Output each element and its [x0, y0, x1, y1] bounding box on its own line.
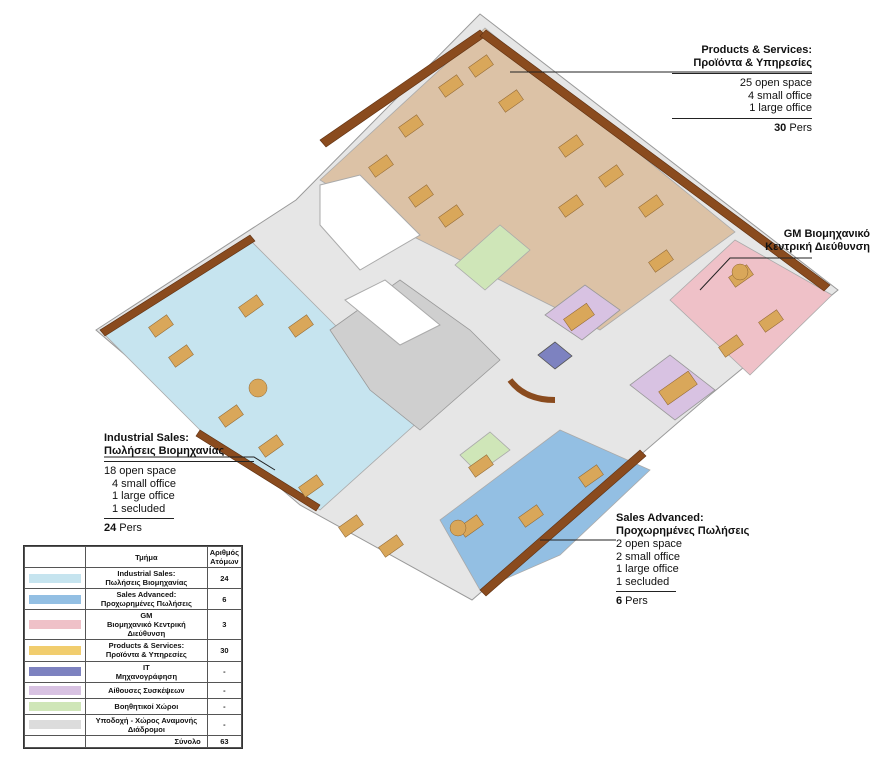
legend-dept-name: Products & Services: Προϊόντα & Υπηρεσίε… [85, 639, 208, 662]
legend-dept-name: Industrial Sales: Πωλήσεις Βιομηχανίας [85, 566, 208, 590]
callout-industrial: Industrial Sales: Πωλήσεις Βιομηχανίας 1… [104, 432, 254, 535]
courtyard-upper [319, 174, 421, 271]
callout-sales-title2: Προχωρημένες Πωλήσεις [616, 525, 750, 537]
legend-swatch [24, 566, 86, 590]
legend-swatch [24, 639, 86, 662]
legend-count: - [206, 713, 243, 737]
legend-swatch [24, 681, 86, 699]
legend-swatch-color [29, 701, 81, 711]
callout-sales-line: 1 secluded [616, 575, 670, 588]
exterior-walls [99, 29, 831, 597]
legend-swatch [24, 713, 86, 737]
callout-products-title1: Products & Services: [701, 44, 812, 56]
legend-total-blank [24, 735, 86, 748]
callout-industrial-title2: Πωλήσεις Βιομηχανίας [104, 445, 225, 457]
legend-total-value: 63 [206, 735, 243, 748]
callout-products-line: 1 large office [749, 102, 812, 114]
legend-row: Υποδοχή - Χώρος Αναμονής Διάδρομοι- [24, 713, 243, 737]
legend-swatch-color [29, 685, 81, 695]
legend-total-label: Σύνολο [85, 735, 208, 748]
legend-count: - [206, 697, 243, 715]
zone-it [537, 341, 573, 370]
divider [104, 461, 254, 462]
leader-lines [104, 71, 812, 541]
legend-swatch-color [29, 573, 81, 583]
callout-sales-line: 2 small office [616, 550, 680, 563]
legend-dept-name: Βοηθητικοί Χώροι [85, 697, 208, 715]
legend-count: - [206, 660, 243, 683]
legend-swatch-color [29, 645, 81, 655]
legend-count-header: Αριθμός Ατόμων [206, 546, 243, 568]
legend-dept-name: Υποδοχή - Χώρος Αναμονής Διάδρομοι [85, 713, 208, 737]
callout-products-title2: Προϊόντα & Υπηρεσίες [693, 57, 812, 69]
divider [104, 518, 174, 519]
round-tables [248, 263, 749, 537]
zone-aux-1 [454, 224, 531, 291]
divider [672, 73, 812, 74]
legend-dept-name: Sales Advanced: Προχωρημένες Πωλήσεις [85, 588, 208, 611]
divider [616, 591, 676, 592]
callout-industrial-total: 24 Pers [104, 522, 142, 534]
legend-swatch-color [29, 620, 81, 630]
callout-industrial-line: 1 secluded [112, 502, 166, 515]
callout-industrial-line: 1 large office [112, 490, 175, 502]
legend-dept-name: IT Μηχανογράφηση [85, 660, 208, 683]
legend-dept-name: Αίθουσες Συσκέψεων [85, 681, 208, 699]
desks [148, 54, 784, 558]
legend-count: 30 [206, 639, 243, 662]
callout-products: Products & Services: Προϊόντα & Υπηρεσίε… [672, 44, 812, 135]
callout-gm-title1: GM Βιομηχανικό [783, 228, 870, 240]
callout-products-total: 30 Pers [774, 121, 812, 134]
reception-desk [507, 378, 556, 403]
legend-swatch-header [24, 546, 86, 568]
callout-sales-total: 6 Pers [616, 595, 648, 607]
legend-swatch-color [29, 594, 81, 604]
legend-count: 3 [206, 609, 243, 641]
callout-industrial-line: 4 small office [112, 477, 176, 490]
legend-swatch [24, 660, 86, 683]
courtyard-lower [344, 279, 441, 346]
callout-sales-line: 1 large office [616, 563, 679, 575]
legend-row: Βοηθητικοί Χώροι- [24, 697, 243, 715]
legend-swatch-color [29, 720, 81, 730]
legend-table: Τμήμα Αριθμός Ατόμων Industrial Sales: Π… [23, 545, 243, 749]
callout-industrial-line: 18 open space [104, 465, 177, 477]
callout-products-line: 25 open space [739, 77, 812, 89]
callout-industrial-title1: Industrial Sales: [104, 432, 189, 444]
legend-dept-name: GM Βιομηχανικό Κεντρική Διεύθυνση [85, 609, 208, 641]
legend-row: Αίθουσες Συσκέψεων- [24, 681, 243, 699]
legend-swatch [24, 609, 86, 641]
legend-row: IT Μηχανογράφηση- [24, 660, 243, 683]
callout-sales: Sales Advanced: Προχωρημένες Πωλήσεις 2 … [616, 512, 766, 608]
callout-gm-title2: Κεντρική Διεύθυνση [765, 241, 870, 253]
callout-products-line: 4 small office [748, 89, 812, 102]
legend-row: Products & Services: Προϊόντα & Υπηρεσίε… [24, 639, 243, 662]
legend-count: - [206, 681, 243, 699]
callout-sales-line: 2 open space [616, 538, 683, 550]
legend-swatch-color [29, 667, 81, 677]
legend-count: 6 [206, 588, 243, 611]
legend-swatch [24, 588, 86, 611]
legend-count: 24 [206, 566, 243, 590]
callout-sales-title1: Sales Advanced: [616, 512, 704, 524]
divider [672, 117, 812, 119]
legend-dept-header: Τμήμα [85, 546, 208, 568]
callout-gm: GM Βιομηχανικό Κεντρική Διεύθυνση [730, 228, 870, 254]
legend-swatch [24, 697, 86, 715]
